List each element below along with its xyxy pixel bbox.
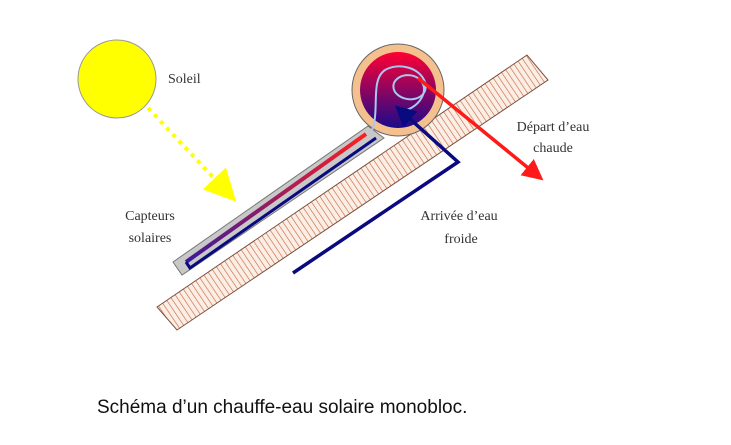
hot-water-arrow: [416, 76, 544, 181]
figure-caption: Schéma d’un chauffe-eau solaire monobloc…: [97, 397, 468, 418]
hot-water-label-line1: Départ d’eau: [517, 120, 590, 135]
cold-water-arrow: [292, 105, 461, 275]
cold-water-label-line2: froide: [444, 232, 477, 247]
sun-ray-arrow: [146, 106, 237, 202]
roof: [156, 54, 549, 331]
sun: [77, 39, 157, 119]
hot-water-label-line2: chaude: [533, 141, 573, 156]
sun-label: Soleil: [168, 72, 201, 87]
collector-cold-pipe: [184, 136, 377, 271]
collector-hot-pipe: [184, 132, 368, 264]
collector-label-line2: solaires: [129, 231, 172, 246]
cold-water-label-line1: Arrivée d’eau: [420, 209, 497, 224]
solar-collector: [172, 125, 385, 276]
collector-label-line1: Capteurs: [125, 209, 175, 224]
